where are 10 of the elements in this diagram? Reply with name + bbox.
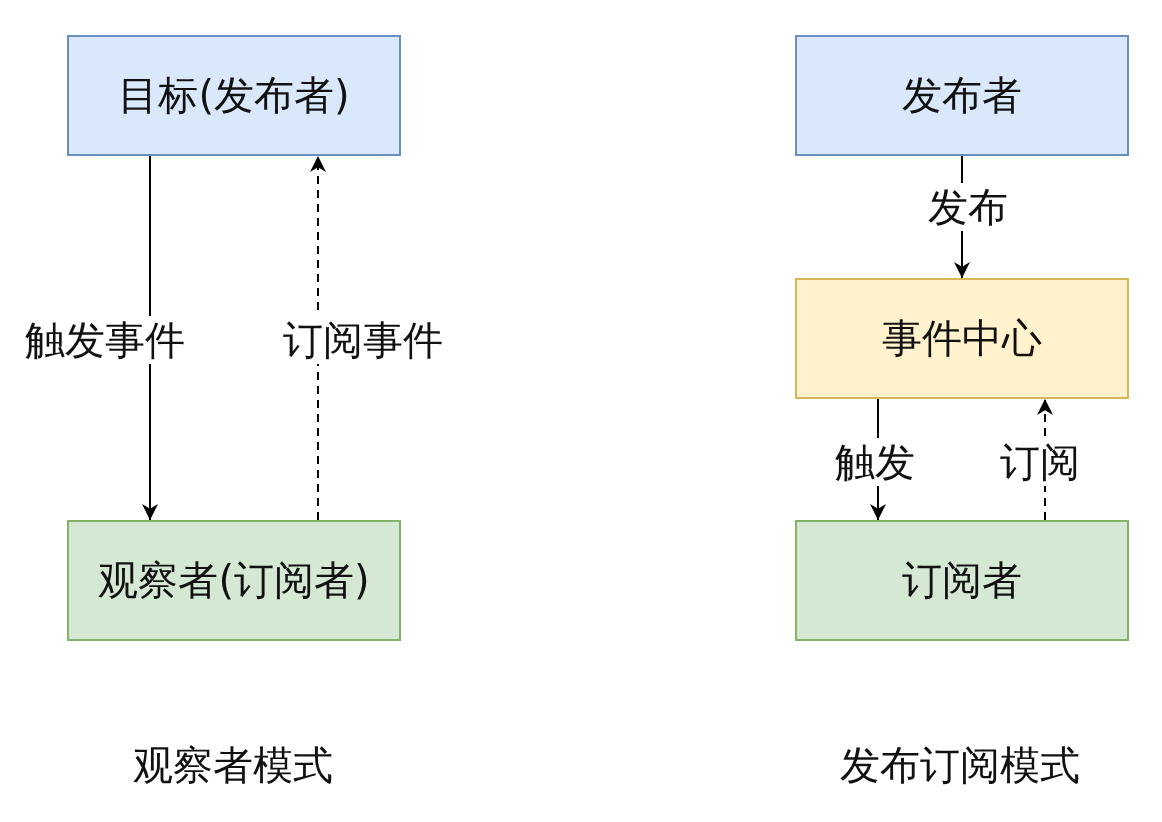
edge-label: 订阅事件 [283,316,443,364]
process-box: 事件中心 [795,278,1129,399]
process-box: 目标(发布者) [67,35,401,156]
process-box: 发布者 [795,35,1129,156]
edge-label: 触发事件 [25,316,185,364]
arrow [310,155,326,521]
process-box: 观察者(订阅者) [67,520,401,641]
process-box: 订阅者 [795,520,1129,641]
edge-label: 触发 [835,438,915,486]
edge-label: 发布 [928,183,1008,231]
